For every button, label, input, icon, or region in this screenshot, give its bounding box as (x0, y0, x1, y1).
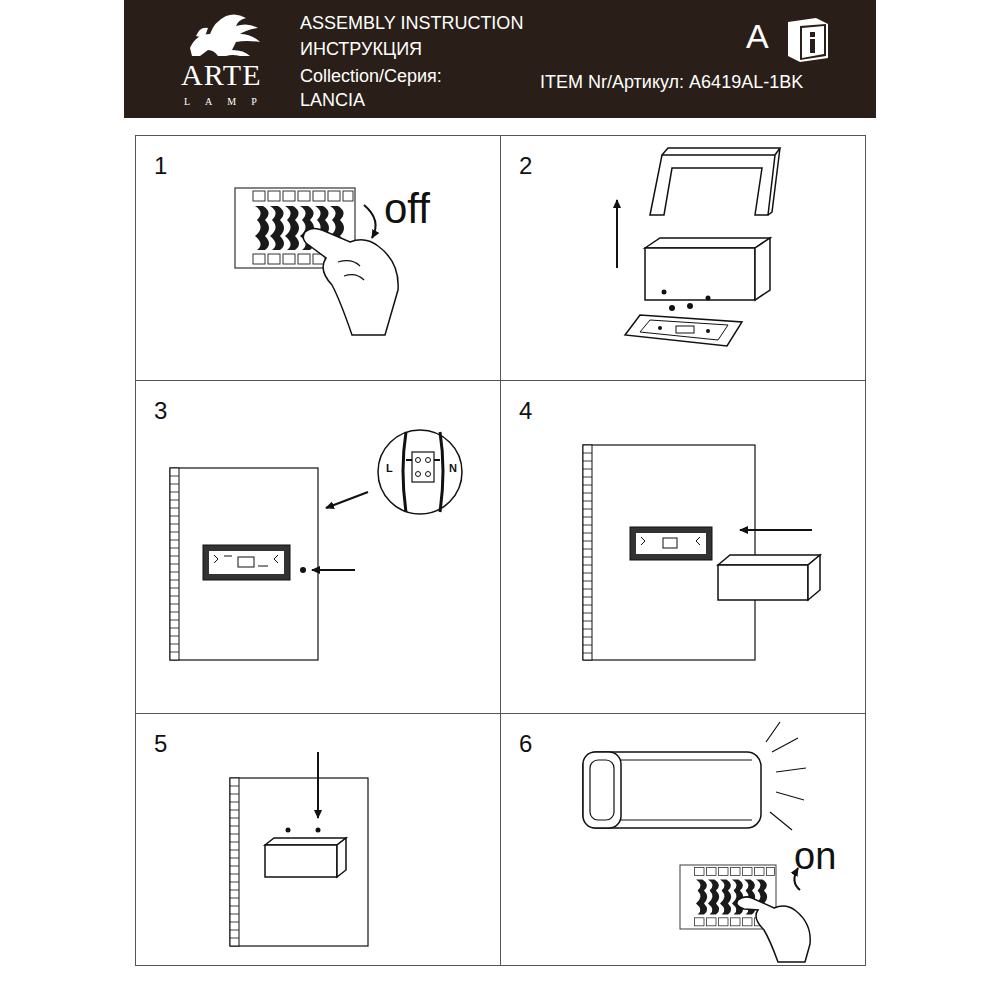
switch-state-off: off (384, 186, 430, 232)
step-panel: 5 (135, 713, 501, 966)
neutral-terminal-label: N (449, 462, 457, 474)
step-panel: 4 (500, 380, 866, 714)
brand-logo-subtext: LAMP (184, 96, 272, 107)
step-number: 6 (519, 732, 532, 756)
step-number: 3 (154, 399, 167, 423)
language-code: A (746, 18, 769, 55)
live-terminal-label: L (386, 462, 393, 474)
item-number: ITEM Nr/Артикул: A6419AL-1BK (540, 73, 803, 93)
header-subtitle: ИНСТРУКЦИЯ (300, 40, 422, 60)
step-panel: 6 (500, 713, 866, 966)
collection-name: LANCIA (300, 91, 365, 111)
header-title: ASSEMBLY INSTRUCTION (300, 14, 523, 34)
step-number: 5 (154, 732, 167, 756)
step-number: 2 (519, 154, 532, 178)
switch-state-on: on (794, 836, 836, 878)
step-panel: 2 (500, 135, 866, 381)
step-number: 1 (154, 154, 167, 178)
step-panel: 3 (135, 380, 501, 714)
step-panel: 1 (135, 135, 501, 381)
collection-label: Collection/Серия: (300, 67, 442, 87)
brand-logo-text: ARTE (181, 58, 262, 91)
step-number: 4 (519, 399, 532, 423)
